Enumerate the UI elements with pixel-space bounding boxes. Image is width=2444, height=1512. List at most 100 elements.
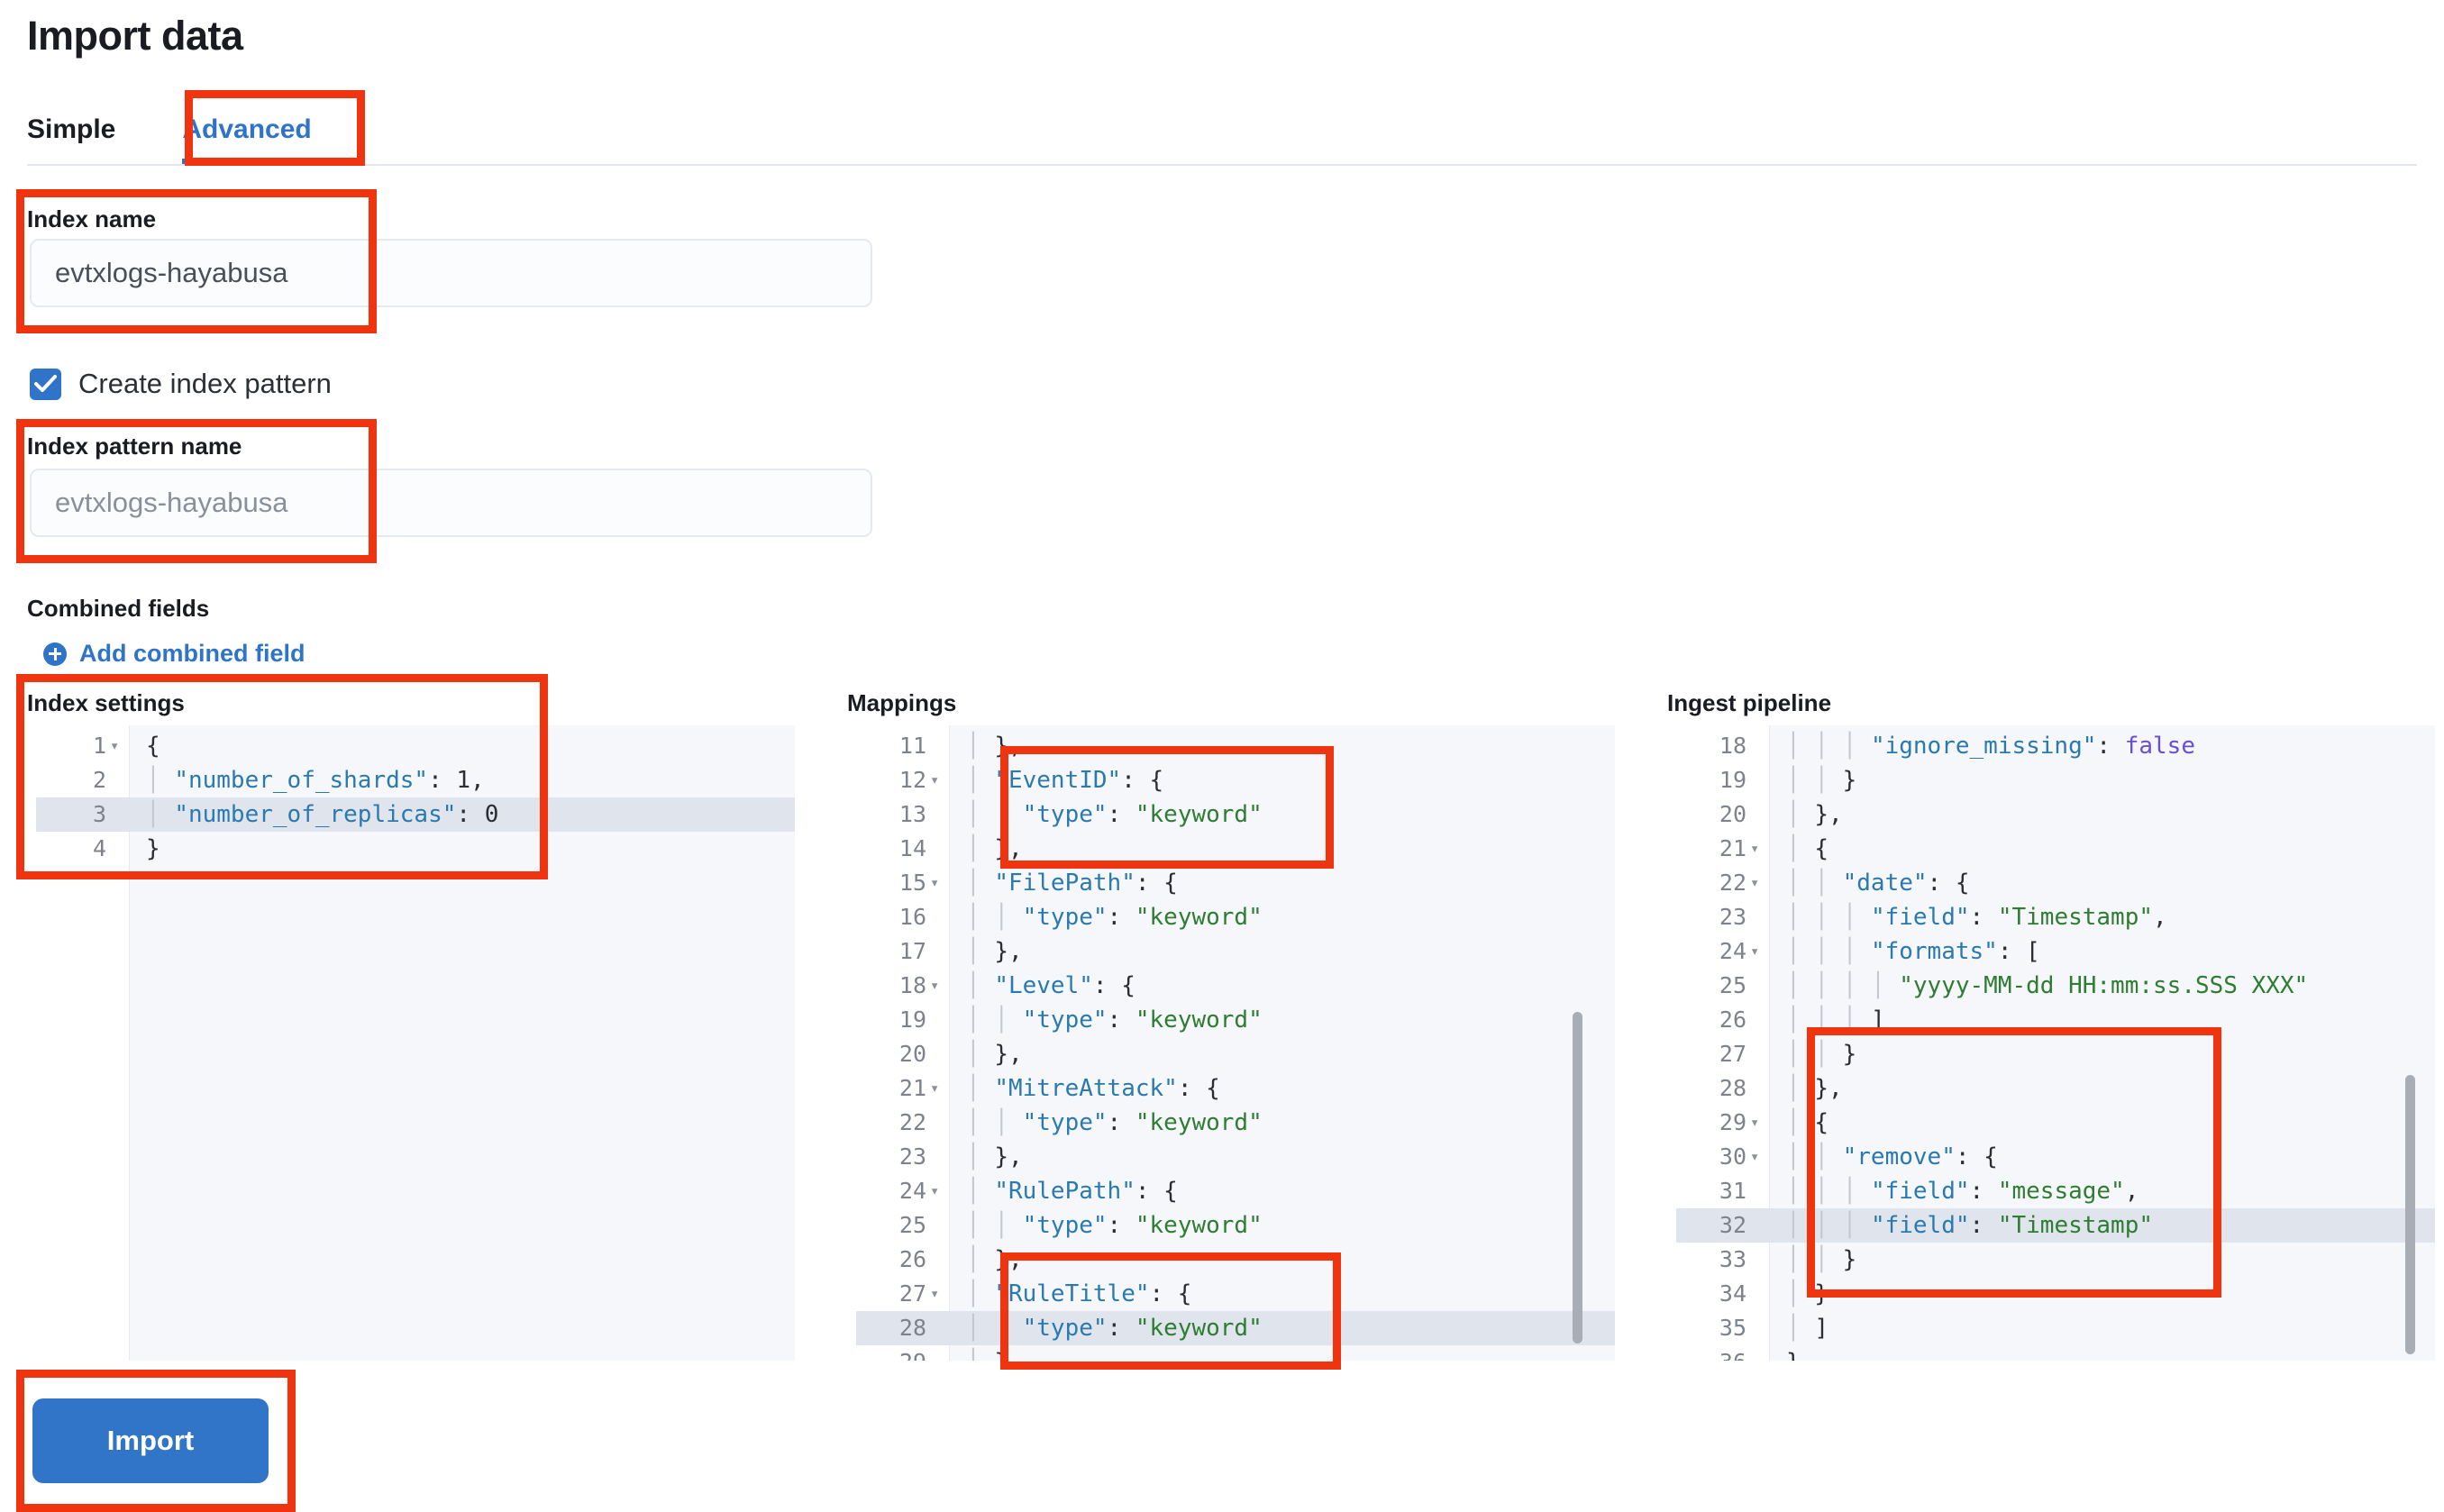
line-number: 19 [1719,767,1746,793]
line-number: 24 [1719,938,1746,964]
import-button[interactable]: Import [32,1398,269,1483]
mappings-code[interactable]: 11│ },12▾│ "EventID": { 13 │ │ "type": "ke… [856,725,1615,1361]
check-icon [34,374,57,392]
code-line[interactable]: 29▾ │ { [1676,1106,2435,1140]
code-line[interactable]: 18▾│ "Level": { [856,969,1615,1003]
line-number: 29 [856,1345,926,1361]
code-line[interactable]: 26│ }, [856,1243,1615,1277]
code-line[interactable]: 1▾{ [36,729,795,763]
code-line[interactable]: 28│ │ "type": "keyword" [856,1311,1615,1345]
code-text: │ │ │ ] [1786,1006,1885,1034]
code-line[interactable]: 31│ │ │ "field": "message", [1676,1174,2435,1208]
index-name-label: Index name [27,205,157,232]
fold-toggle-icon[interactable]: ▾ [1750,1114,1760,1132]
code-text: │ { [1786,835,1828,862]
fold-toggle-icon[interactable]: ▾ [110,737,120,755]
code-line[interactable]: 26 │ │ │ ] [1676,1003,2435,1037]
code-line[interactable]: 34│ } [1676,1277,2435,1311]
code-line[interactable]: 11│ }, [856,729,1615,763]
line-number: 26 [1719,1006,1746,1033]
code-line[interactable]: 36} [1676,1345,2435,1361]
code-line[interactable]: 19│ │ "type": "keyword" [856,1003,1615,1037]
ingest-pipeline-scrollbar[interactable] [2405,1075,2415,1354]
line-number: 13 [898,801,926,827]
code-line[interactable]: 24▾│ │ │ "formats": [ [1676,934,2435,969]
code-line[interactable]: 23 │ │ │ "field": "Timestamp", [1676,900,2435,934]
code-line[interactable]: 14│ }, [856,832,1615,866]
code-line[interactable]: 28│ }, [1676,1071,2435,1106]
code-line[interactable]: 20│ }, [1676,797,2435,832]
index-settings-code[interactable]: 1▾{2│ "number_of_shards": 1,3│ "number_o… [36,725,795,866]
code-line[interactable]: 25│ │ │ │ "yyyy-MM-dd HH:mm:ss.SSS XXX" [1676,969,2435,1003]
code-line[interactable]: 15▾│ "FilePath": { [856,866,1615,900]
code-line[interactable]: 3│ "number_of_replicas": 0 [36,797,795,832]
fold-toggle-icon[interactable]: ▾ [930,1285,940,1303]
fold-toggle-icon[interactable]: ▾ [1750,1148,1760,1166]
code-line[interactable]: 33│ │ } [1676,1243,2435,1277]
code-line[interactable]: 32│ │ │ "field": "Timestamp" [1676,1208,2435,1243]
add-combined-field-button[interactable]: Add combined field [43,640,306,668]
code-line[interactable]: 24▾│ "RulePath": { [856,1174,1615,1208]
code-line[interactable]: 19│ │ } [1676,763,2435,797]
fold-toggle-icon[interactable]: ▾ [930,977,940,995]
line-number: 23 [1719,904,1746,930]
index-pattern-name-input[interactable]: evtxlogs-hayabusa [30,469,872,537]
code-text: │ │ "date": { [1786,870,1970,897]
index-name-input[interactable]: evtxlogs-hayabusa [30,239,872,307]
create-index-pattern-checkbox[interactable] [30,368,61,400]
code-line[interactable]: 30▾│ │ "remove": { [1676,1140,2435,1174]
code-line[interactable]: 22▾│ │ "date": { [1676,866,2435,900]
index-settings-title: Index settings [27,689,185,716]
code-text: │ │ "type": "keyword" [966,904,1263,931]
tab-advanced[interactable]: Advanced [146,114,343,165]
code-line[interactable]: 22│ │ "type": "keyword" [856,1106,1615,1140]
gutter [1676,725,1770,1361]
fold-toggle-icon[interactable]: ▾ [930,771,940,789]
code-text: │ │ │ "field": "message", [1786,1178,2139,1205]
code-text: │ │ │ "field": "Timestamp", [1786,904,2167,931]
code-line[interactable]: 35│ ] [1676,1311,2435,1345]
code-line[interactable]: 17│ }, [856,934,1615,969]
mappings-scrollbar[interactable] [1573,1012,1582,1343]
fold-toggle-icon[interactable]: ▾ [1750,874,1760,892]
fold-toggle-icon[interactable]: ▾ [1750,943,1760,961]
code-line[interactable]: 27▾│ "RuleTitle": { [856,1277,1615,1311]
code-text: │ │ "type": "keyword" [966,1006,1263,1034]
code-line[interactable]: 4} [36,832,795,866]
code-text: │ { [1786,1109,1828,1136]
combined-fields-title: Combined fields [27,595,210,622]
index-settings-editor[interactable]: 1▾{2│ "number_of_shards": 1,3│ "number_o… [36,725,795,1361]
line-number: 20 [898,1041,926,1067]
create-index-pattern-row[interactable]: Create index pattern [30,368,332,400]
fold-toggle-icon[interactable]: ▾ [1750,840,1760,858]
fold-toggle-icon[interactable]: ▾ [930,1079,940,1098]
code-line[interactable]: 12▾│ "EventID": { [856,763,1615,797]
code-line[interactable]: 16│ │ "type": "keyword" [856,900,1615,934]
code-line[interactable]: 23│ }, [856,1140,1615,1174]
fold-toggle-icon[interactable]: ▾ [930,1182,940,1200]
code-line[interactable]: 18│ │ │ "ignore_missing": false [1676,729,2435,763]
line-number: 24 [898,1178,926,1204]
code-line[interactable]: 20│ }, [856,1037,1615,1071]
code-text: │ │ "type": "keyword" [966,801,1263,828]
code-line[interactable]: 2│ "number_of_shards": 1, [36,763,795,797]
line-number: 27 [898,1280,926,1307]
code-line[interactable]: 21▾│ { [1676,832,2435,866]
code-line[interactable]: 27│ │ } [1676,1037,2435,1071]
line-number: 27 [1719,1041,1746,1067]
line-number: 15 [898,870,926,896]
mappings-editor[interactable]: 11│ },12▾│ "EventID": { 13 │ │ "type": "ke… [856,725,1615,1361]
line-number: 2 [92,767,106,793]
line-number: 29 [1719,1109,1746,1135]
fold-toggle-icon[interactable]: ▾ [930,874,940,892]
code-line[interactable]: 25│ │ "type": "keyword" [856,1208,1615,1243]
code-line[interactable]: 13 │ │ "type": "keyword" [856,797,1615,832]
line-number: 32 [1676,1208,1746,1243]
tab-simple[interactable]: Simple [27,114,116,144]
code-line[interactable]: 21▾│ "MitreAttack": { [856,1071,1615,1106]
code-line[interactable]: 29│ }, [856,1345,1615,1361]
code-text: │ }, [1786,801,1843,828]
line-number: 3 [36,797,106,832]
